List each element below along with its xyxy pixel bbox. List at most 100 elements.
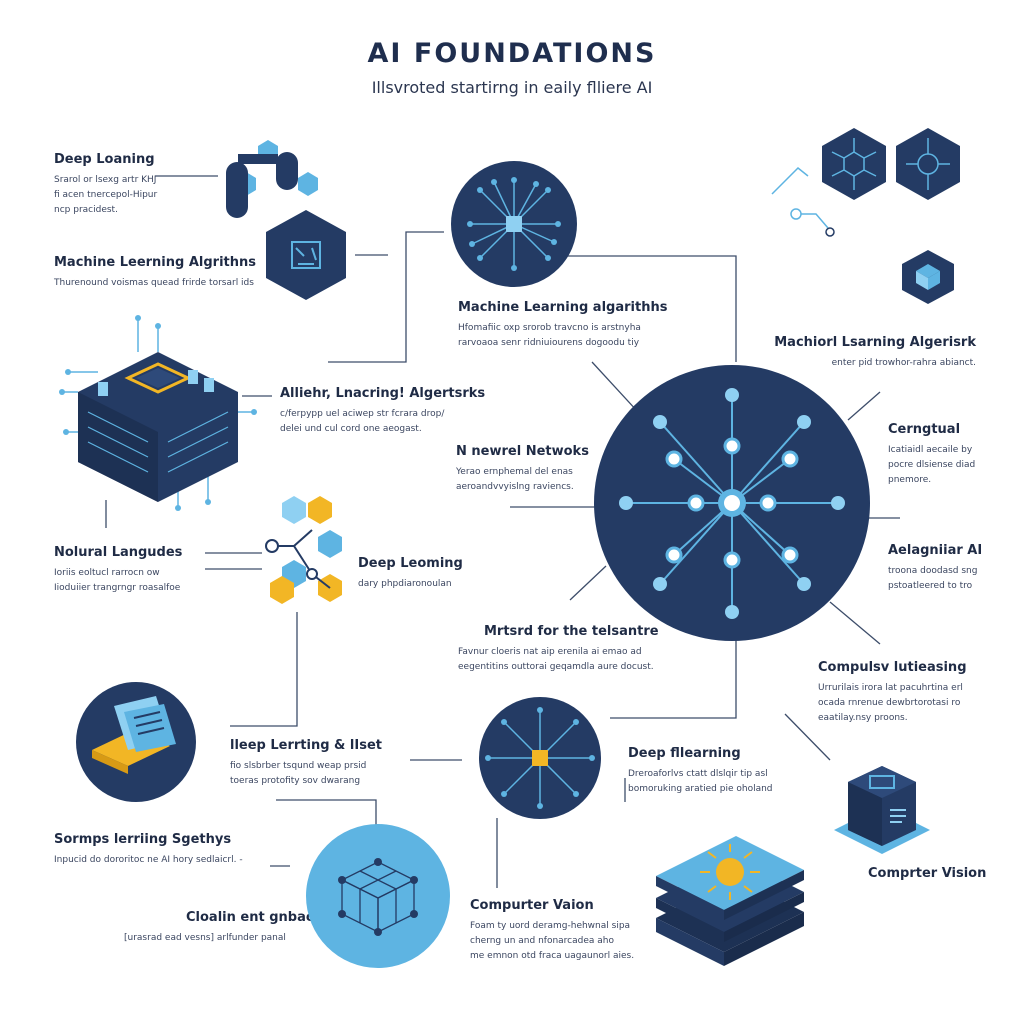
label-title: Sormps lerriing Sgethys — [54, 832, 232, 847]
description-line: bomoruking aratied pie oholand — [628, 784, 773, 794]
label-description: Yerao ernphemal del enas aeroandvvyislng… — [456, 465, 589, 495]
description-line: fi acen tnercepol-Hipur — [54, 190, 158, 200]
description-line: Inpucid do dororitoc ne AI hory sedlaicr… — [54, 855, 243, 865]
label-description: Icatiaidl aecaile by pocre dlsiense diad… — [888, 443, 975, 488]
label-neural-networks: N newrel Netwoks Yerao ernphemal del ena… — [456, 444, 589, 495]
description-line: pstoatleered to tro — [888, 581, 973, 591]
label-description: troona doodasd sng pstoatleered to tro — [888, 564, 982, 594]
label-title: Deep fllearning — [628, 746, 741, 761]
description-line: fio slsbrber tsqund weap prsid — [230, 761, 367, 771]
network-node — [665, 450, 683, 468]
hexagon-circuit-icon — [771, 128, 960, 237]
page-subtitle: Illsvroted startirng in eaily flliere AI — [371, 78, 653, 97]
network-node — [665, 546, 683, 564]
network-node — [759, 494, 777, 512]
label-title: Deep Loaning — [54, 152, 155, 167]
description-line: Ioriis eoltucl rarrocn ow — [54, 568, 160, 578]
network-node — [723, 551, 741, 569]
circuit-chip-cluster-icon — [59, 315, 257, 511]
description-line: c/ferpypp uel aciwep str fcrara drop/ — [280, 409, 445, 419]
description-line: Dreroaforlvs ctatt dlslqir tip asl — [628, 769, 768, 779]
description-line: enter pid trowhor-rahra abianct. — [831, 358, 976, 368]
label-title: N newrel Netwoks — [456, 444, 589, 459]
label-machine-learning-algorithms-4: Alliehr, Lnacring! Algertsrks c/ferpypp … — [280, 386, 485, 437]
label-title: Alliehr, Lnacring! Algertsrks — [280, 386, 486, 401]
description-line: troona doodasd sng — [888, 566, 978, 576]
label-title: Compurter Vaion — [470, 898, 594, 913]
network-node — [781, 450, 799, 468]
page-title: AI FOUNDATIONS — [367, 38, 657, 69]
document-stack-icon — [76, 682, 196, 802]
description-line: Iioduiier trangrngr roasalfoe — [54, 583, 181, 593]
label-title: Machine Learning algarithhs — [458, 300, 668, 315]
label-description: Hfomafiic oxp srorob travcno is arstnyha… — [458, 321, 667, 351]
label-title: Machine Leerning Algrithns — [54, 255, 257, 270]
description-line: Hfomafiic oxp srorob travcno is arstnyha — [458, 323, 641, 333]
description-line: toeras protofity sov dwarang — [230, 776, 361, 786]
label-description: Inpucid do dororitoc ne AI hory sedlaicr… — [54, 853, 243, 868]
description-line: dary phpdiaronoulan — [358, 579, 452, 589]
label-description: enter pid trowhor-rahra abianct. — [774, 356, 976, 371]
label-description: dary phpdiaronoulan — [358, 577, 463, 592]
network-node — [797, 415, 811, 429]
network-node — [797, 577, 811, 591]
network-node — [725, 605, 739, 619]
label-deep-learning: Deep Loaning Srarol or lsexg artr KHJ fi… — [54, 152, 157, 218]
server-block-icon — [834, 766, 930, 854]
label-description: Urrurilais irora lat pacuhrtina erl ocad… — [818, 681, 967, 726]
description-line: aeroandvvyislng raviencs. — [456, 482, 574, 492]
description-line: rarvoaoa senr ridniuiourens dogoodu tiy — [458, 338, 640, 348]
description-line: Favnur cloeris nat aip erenila ai emao a… — [458, 647, 642, 657]
label-title: Deep Leoming — [358, 556, 463, 571]
description-line: eegentitins outtorai geqamdla aure docus… — [458, 662, 654, 672]
description-line: [urasrad ead vesns] arlfunder panal — [124, 933, 286, 943]
network-node — [723, 437, 741, 455]
label-computer-vision-2: Comprter Vision — [868, 866, 986, 881]
chip-hexagon-icon — [266, 210, 346, 300]
label-description: Ioriis eoltucl rarrocn ow Iioduiier tran… — [54, 566, 182, 596]
label-title: Machiorl Lsarning Algerisrk — [774, 335, 976, 350]
label-deep-learning-3: Deep fllearning Dreroaforlvs ctatt dlslq… — [628, 746, 773, 797]
label-deep-learning-list: lleep Lerrting & lIset fio slsbrber tsqu… — [230, 738, 382, 789]
label-machine-learning-algorithms-1: Machine Leerning Algrithns Thurenound vo… — [54, 255, 256, 291]
layered-chip-stack-icon — [656, 836, 804, 966]
description-line: Thurenound voismas quead frirde torsarl … — [54, 278, 254, 288]
network-node — [687, 494, 705, 512]
description-line: cherng un and nfonarcadea aho — [470, 936, 614, 946]
network-node — [781, 546, 799, 564]
label-title: Comprter Vision — [868, 866, 987, 881]
description-line: delei und cul cord one aeogast. — [280, 424, 422, 434]
description-line: ncp pracidest. — [54, 205, 118, 215]
label-methods: Mrtsrd for the telsantre Favnur cloeris … — [458, 624, 659, 675]
description-line: pnemore. — [888, 475, 932, 485]
label-title: Cloalin ent gnbao — [186, 910, 315, 925]
label-description: Srarol or lsexg artr KHJ fi acen tnercep… — [54, 173, 157, 218]
label-learning-systems: Sormps lerriing Sgethys Inpucid do doror… — [54, 832, 243, 868]
label-description: fio slsbrber tsqund weap prsid toeras pr… — [230, 759, 382, 789]
label-computing: Compulsv lutieasing Urrurilais irora lat… — [818, 660, 967, 726]
label-title: Aelagniiar AI — [888, 543, 983, 558]
label-natural-languages: Nolural Langudes Ioriis eoltucl rarrocn … — [54, 545, 182, 596]
3d-node-cube-icon — [306, 824, 450, 968]
description-line: Srarol or lsexg artr KHJ — [54, 175, 157, 185]
description-line: eaatilay.nsy proons. — [818, 713, 908, 723]
label-description: c/ferpypp uel aciwep str fcrara drop/ de… — [280, 407, 485, 437]
network-node — [725, 388, 739, 402]
label-title: Mrtsrd for the telsantre — [484, 624, 659, 639]
cube-icon — [902, 250, 954, 304]
label-title: Nolural Langudes — [54, 545, 183, 560]
label-cloud-engine: Cloalin ent gnbao [urasrad ead vesns] ar… — [124, 910, 315, 946]
label-description: Thurenound voismas quead frirde torsarl … — [54, 276, 256, 291]
description-line: Icatiaidl aecaile by — [888, 445, 973, 455]
label-conceptual: Cerngtual Icatiaidl aecaile by pocre dls… — [888, 422, 975, 488]
network-node — [831, 496, 845, 510]
label-deep-learning-2: Deep Leoming dary phpdiaronoulan — [358, 556, 463, 592]
description-line: Urrurilais irora lat pacuhrtina erl — [818, 683, 963, 693]
description-line: Foam ty uord deramg-hehwnal sipa — [470, 921, 631, 931]
network-node — [653, 415, 667, 429]
node-hexagon-cluster-icon — [265, 496, 342, 604]
label-machine-learning-algorithms-3: Machiorl Lsarning Algerisrk enter pid tr… — [774, 335, 976, 371]
hexagon-chain-icon — [226, 140, 318, 218]
label-title: Cerngtual — [888, 422, 961, 437]
description-line: Yerao ernphemal del enas — [456, 467, 573, 477]
